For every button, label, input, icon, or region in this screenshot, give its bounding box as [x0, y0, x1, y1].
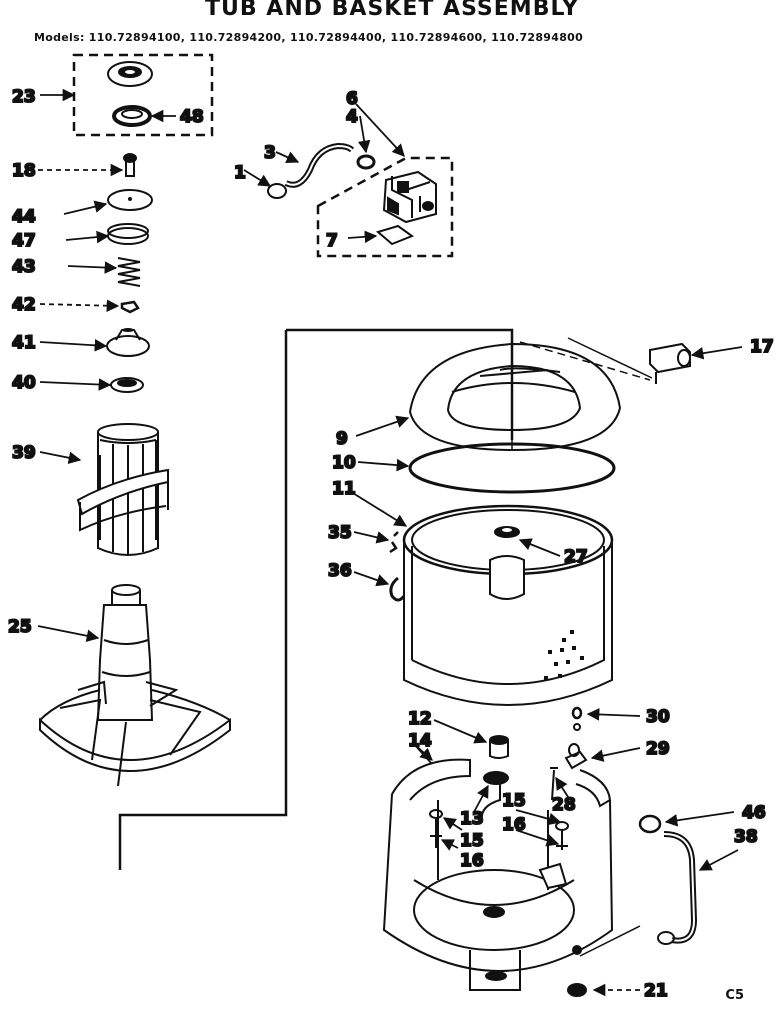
callout-48: 48: [180, 107, 204, 127]
coupling-part: [106, 328, 150, 357]
agitator-barrel-part: [76, 423, 169, 556]
callout-29: 29: [646, 739, 670, 759]
gasket-part: [375, 224, 415, 246]
tub-gasket-part: [408, 442, 616, 494]
pump-group-box: [316, 156, 454, 258]
clamp-part: [356, 154, 376, 170]
spring-part: [117, 257, 141, 287]
callout-27: 27: [564, 547, 588, 567]
callout-43: 43: [12, 257, 36, 277]
callout-18: 18: [12, 161, 36, 181]
callout-36: 36: [328, 561, 352, 581]
bolt-15-16-right-part: [555, 821, 569, 850]
bolt-15-16-left-part: [429, 809, 443, 848]
bearing-12-part: [489, 735, 509, 759]
basket-part: [402, 504, 614, 706]
retainer-part: [107, 223, 149, 245]
model-numbers: Models: 110.72894100, 110.72894200, 110.…: [34, 31, 584, 44]
callout-41: 41: [12, 333, 36, 353]
callout-3: 3: [264, 143, 276, 163]
callout-42: 42: [12, 295, 36, 315]
drain-hose-part: [638, 814, 698, 945]
hose-part: [267, 142, 355, 199]
leader-line-17: [519, 341, 651, 381]
callout-16-left: 16: [460, 851, 484, 871]
callout-14: 14: [408, 731, 432, 751]
callout-labels: 23 48 18 44 47 43 42 41 40 39 25 1 3 4 6…: [7, 86, 775, 1002]
callout-47: 47: [12, 231, 36, 251]
callout-13: 13: [460, 809, 484, 829]
seal-ring-part: [112, 105, 152, 127]
outer-tub-part: [382, 758, 614, 991]
callout-15-right: 15: [502, 791, 526, 811]
callout-40: 40: [12, 373, 36, 393]
callout-39: 39: [12, 443, 36, 463]
leader-14-line: [413, 743, 433, 765]
callout-15-left: 15: [460, 831, 484, 851]
page-title: TUB AND BASKET ASSEMBLY: [205, 0, 579, 21]
agitator-cap-part: [107, 61, 153, 87]
clip-36-part: [389, 576, 406, 602]
nut-part: [110, 377, 144, 393]
screw-35-part: [389, 531, 399, 554]
callout-44: 44: [12, 207, 36, 227]
callout-1: 1: [234, 163, 246, 183]
leader-arrows: [37, 88, 743, 997]
callout-21: 21: [644, 981, 668, 1001]
callout-25: 25: [8, 617, 32, 637]
drain-plug-part: [649, 342, 691, 384]
callout-10: 10: [332, 453, 356, 473]
callout-9: 9: [336, 429, 348, 449]
bolt-part: [123, 153, 137, 177]
dog-part: [120, 300, 140, 314]
nut-30-part: [571, 706, 583, 731]
callout-28: 28: [552, 795, 576, 815]
callout-30: 30: [646, 707, 670, 727]
plug-21-part: [567, 983, 587, 997]
tub-cover-ring-part: [408, 337, 653, 452]
bolt-28-part: [550, 767, 558, 801]
callout-46: 46: [742, 803, 766, 823]
callout-6: 6: [346, 89, 358, 109]
diagram-code: C5: [725, 988, 744, 1003]
callout-11: 11: [332, 479, 356, 499]
callout-17: 17: [750, 337, 774, 357]
callout-38: 38: [734, 827, 758, 847]
callout-4: 4: [346, 107, 358, 127]
callout-12: 12: [408, 709, 432, 729]
washer-part: [107, 189, 153, 211]
leader-line-21: [579, 925, 641, 957]
callout-35: 35: [328, 523, 352, 543]
callout-16-right: 16: [502, 815, 526, 835]
callout-7: 7: [326, 231, 338, 251]
callout-23: 23: [12, 87, 36, 107]
pump-part: [382, 170, 437, 224]
connector-bracket: [118, 328, 514, 870]
grommet-29-part: [564, 743, 588, 770]
agitator-base-part: [39, 584, 231, 787]
